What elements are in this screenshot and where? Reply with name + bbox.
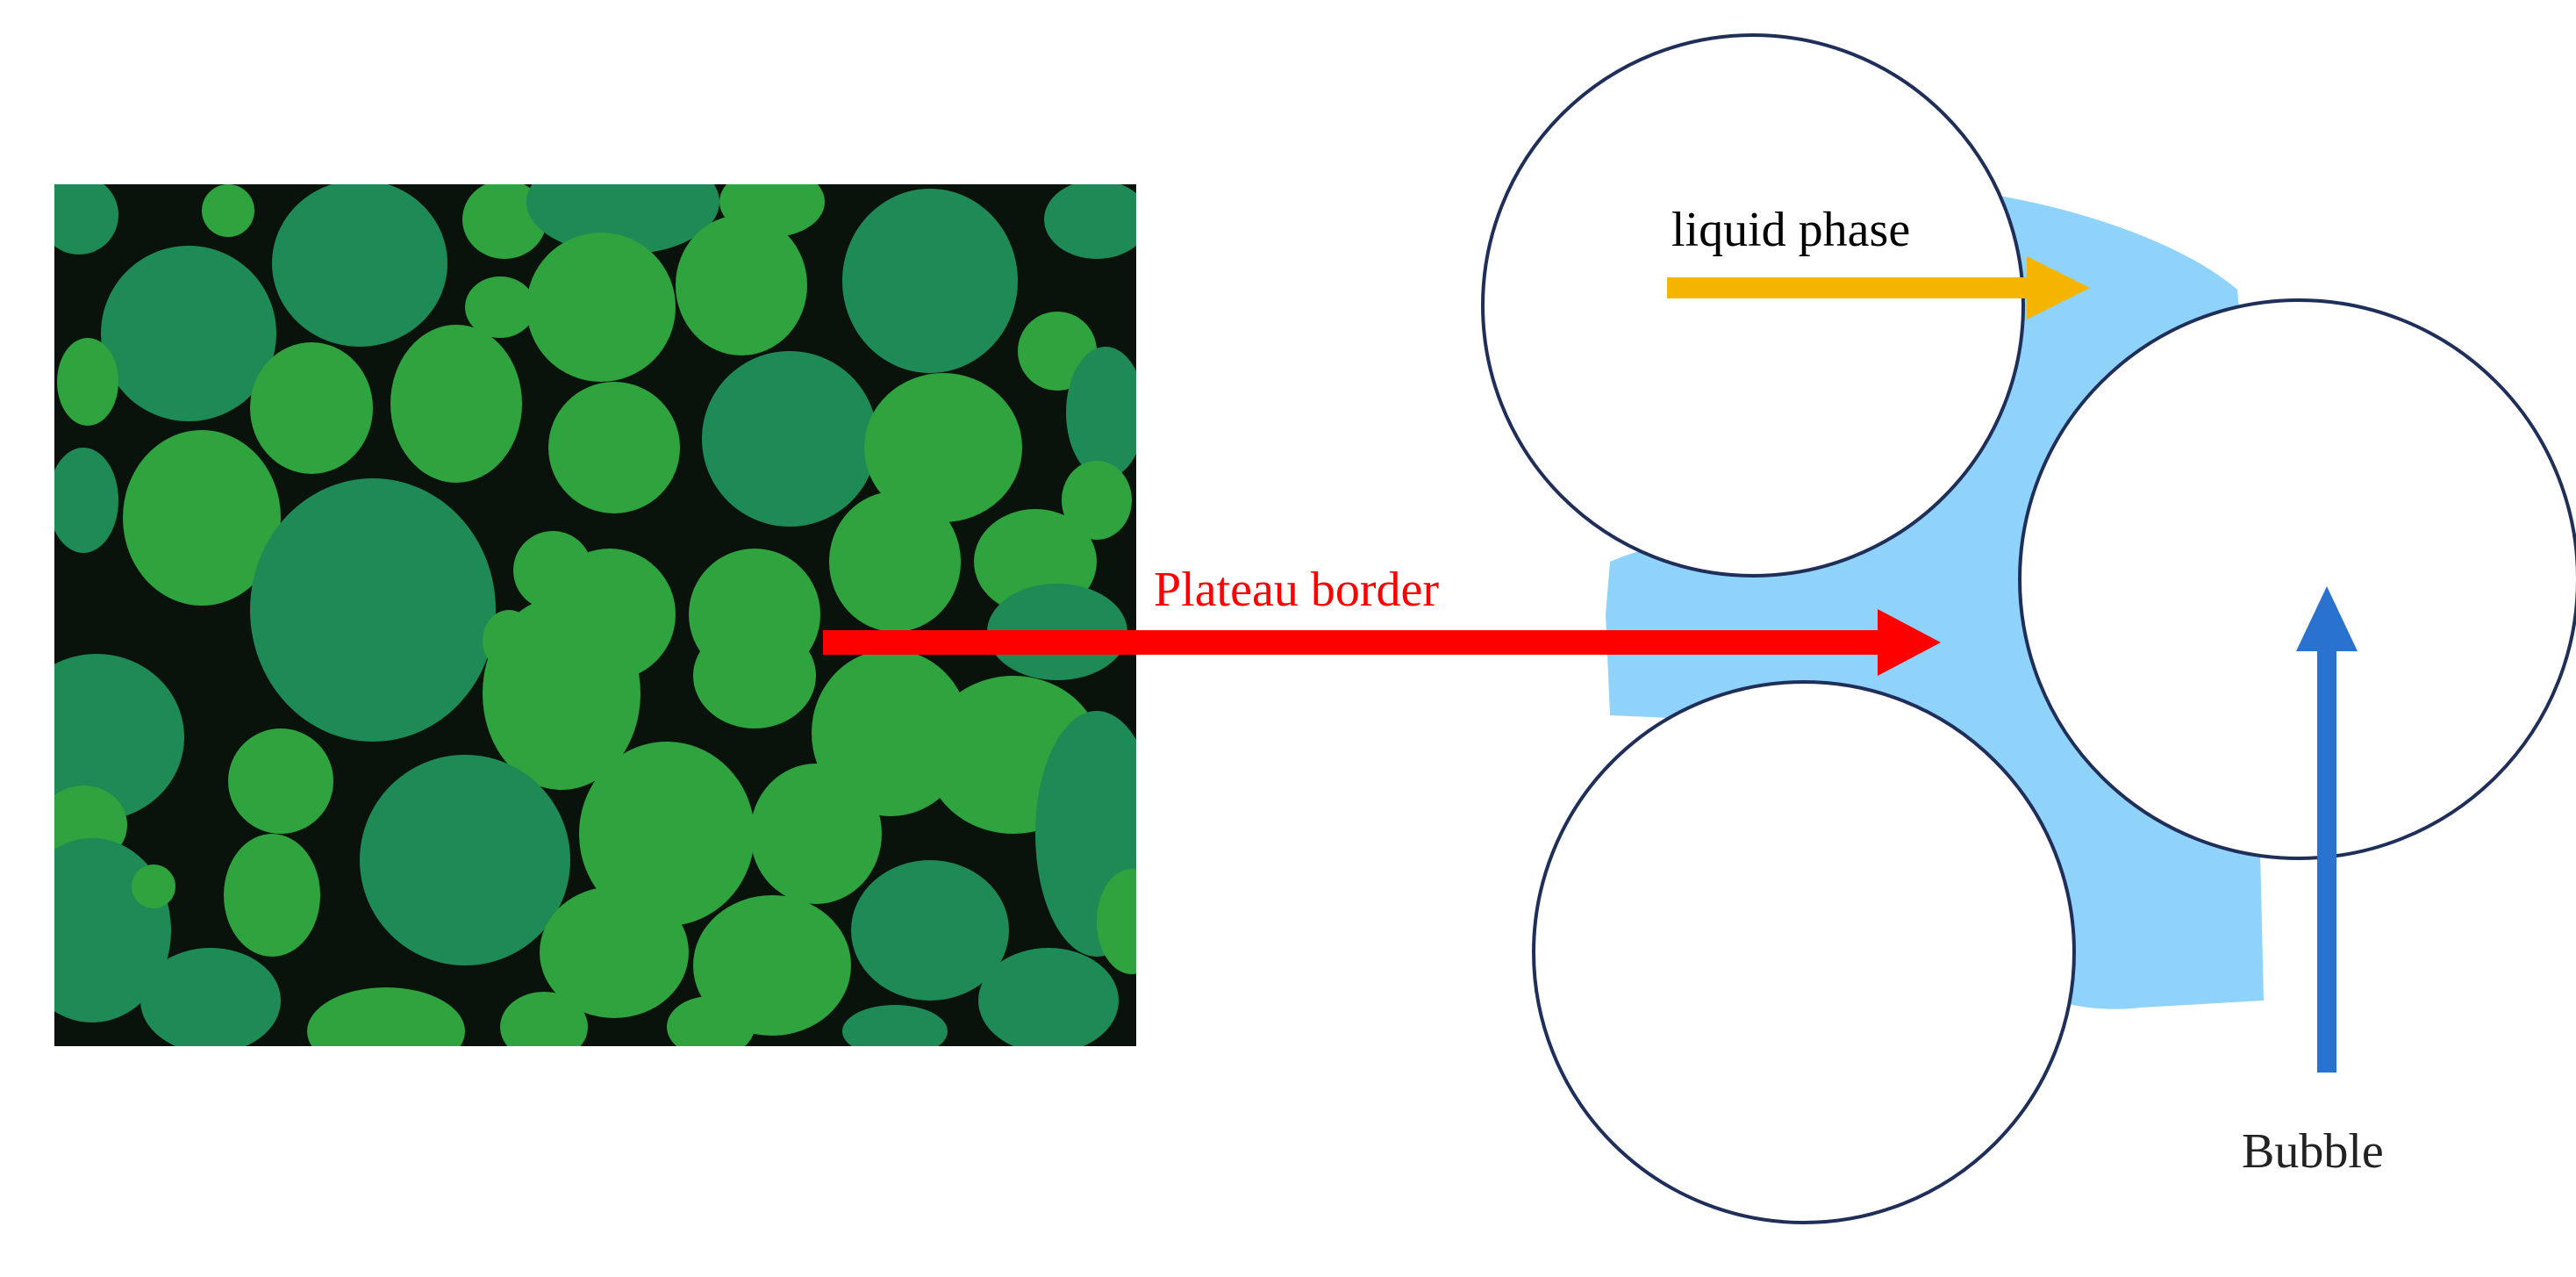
micrograph-bubble: [228, 728, 333, 834]
plateau-border-label: Plateau border: [1154, 563, 1439, 617]
micrograph-bubble: [842, 189, 1018, 373]
micrograph-bubble: [864, 373, 1022, 522]
micrograph-bubble: [1066, 347, 1136, 478]
micrograph-bubble: [1035, 711, 1136, 957]
micrograph-bubble: [132, 864, 175, 908]
bubble-label: Bubble: [2242, 1124, 2384, 1179]
liquid-phase-label: liquid phase: [1671, 203, 1910, 257]
micrograph-bubble: [667, 996, 755, 1046]
micrograph-bubble: [829, 491, 961, 632]
micrograph-bubble: [842, 1005, 948, 1046]
bubble-bottom: [1532, 680, 2076, 1224]
plateau-border-schematic: [1481, 33, 2576, 1224]
bubble-arrow-icon: [2296, 586, 2358, 1073]
foam-micrograph: [54, 184, 1136, 1046]
micrograph-bubble: [1062, 461, 1132, 540]
micrograph-bubbles: [54, 184, 1136, 1046]
micrograph-bubble: [540, 886, 689, 1018]
micrograph-bubble: [390, 325, 522, 483]
micrograph-bubble: [702, 351, 877, 527]
micrograph-bubble: [579, 742, 755, 926]
micrograph-bubble: [250, 478, 496, 742]
micrograph-bubble: [676, 215, 807, 355]
micrograph-bubble: [526, 184, 719, 255]
micrograph-bubble: [462, 184, 547, 259]
micrograph-bubble: [101, 246, 276, 421]
micrograph-bubble: [54, 184, 118, 255]
micrograph-bubble: [1097, 869, 1136, 974]
micrograph-bubble: [750, 764, 882, 904]
liquid-phase-arrow-icon: [1667, 256, 2090, 319]
bubble-right: [2018, 298, 2576, 860]
bubble-top: [1481, 33, 2025, 578]
micrograph-bubble: [693, 623, 816, 728]
micrograph-bubble: [500, 992, 588, 1046]
micrograph-bubble: [1044, 184, 1136, 259]
plateau-border-arrow-icon: [823, 609, 1941, 676]
micrograph-bubble: [224, 834, 320, 957]
micrograph-bubble: [307, 987, 465, 1046]
micrograph-bubble: [483, 610, 535, 671]
micrograph-bubble: [250, 342, 373, 474]
micrograph-bubble: [202, 184, 254, 237]
micrograph-bubble: [978, 948, 1119, 1046]
micrograph-bubble: [57, 338, 118, 426]
micrograph-bubble: [465, 276, 535, 338]
micrograph-bubble: [526, 233, 676, 382]
micrograph-bubble: [360, 755, 570, 965]
micrograph-bubble: [123, 430, 281, 606]
micrograph-bubble: [140, 948, 281, 1046]
micrograph-bubble: [54, 448, 118, 553]
micrograph-bubble: [272, 184, 447, 347]
micrograph-bubble: [548, 382, 680, 513]
micrograph-bubble: [54, 654, 184, 821]
micrograph-bubble: [851, 860, 1009, 1001]
